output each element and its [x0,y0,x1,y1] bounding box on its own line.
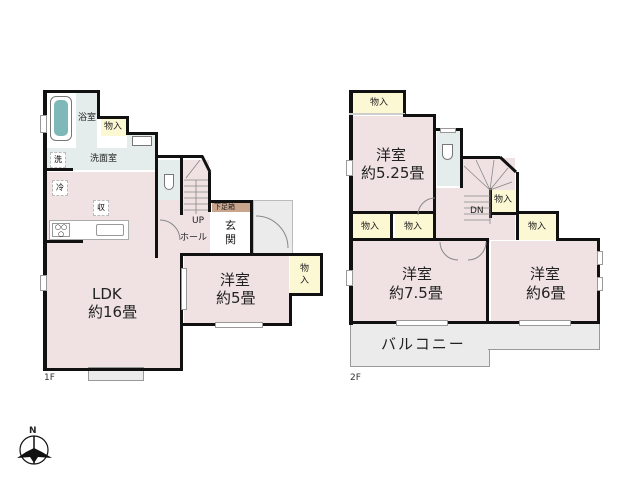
shoe-box-label: 下足箱 [214,203,235,211]
room-c-name-label: 洋室 [530,265,561,283]
hall-2f [435,188,490,243]
balcony-label: バルコニー [381,335,466,353]
room-a-size-label: 約5.25畳 [361,164,425,182]
room-c-size-label: 約6畳 [526,284,566,302]
balcony [350,323,490,367]
closet-top-label: 物入 [370,98,389,108]
room-b [352,241,488,321]
washroom-label: 洗面室 [90,154,118,164]
room-a [352,116,435,211]
floor-label-1f: 1F [44,373,55,383]
entrance-label-2: 関 [225,233,236,246]
closet-top [352,92,404,114]
closet-b1 [352,214,390,240]
ldk-room-lower [45,250,183,368]
closet-stair [492,190,516,212]
closet-stair-label: 物入 [494,195,513,205]
stairs-1f-lines [184,159,208,214]
hall-label: ホール [180,233,208,243]
compass: N [14,426,54,466]
closet-b1-label: 物入 [361,222,380,232]
washroom [45,148,157,170]
closet-bath [101,118,127,136]
kitchen-sink-icon [96,224,124,236]
stairs-up-label: UP [192,216,205,226]
bath-label: 浴室 [78,113,97,123]
closet-western-1f-label-1: 物 [300,264,310,274]
shoe-box [212,203,250,212]
balcony-right [488,323,600,350]
compass-icon [17,435,52,465]
compass-north-label: N [29,426,37,436]
western-1f-size-label: 約5畳 [216,289,256,307]
floor-label-2f: 2F [350,373,361,383]
stairs-2f-lines [463,159,513,224]
ldk-size-label: 約16畳 [88,303,138,321]
ldk-name-label: LDK [92,285,122,303]
bath-room [76,92,97,148]
toilet-2f-icon [442,144,453,160]
washer-tag: 洗 [50,152,66,168]
room-b-name-label: 洋室 [402,265,433,283]
closet-western-1f-label-2: 入 [300,276,310,286]
closet-bath-label: 物入 [104,122,123,132]
stairs-down-label: DN [470,206,484,216]
bathtub-water [54,100,68,136]
room-c [491,241,598,321]
closet-western-1f [290,256,320,294]
room-a-name-label: 洋室 [376,146,407,164]
closet-c [518,214,556,240]
storage-tag: 収 [93,200,109,216]
western-room-1f [184,256,289,324]
room-b-size-label: 約7.5畳 [389,284,443,302]
sink-icon [132,136,152,146]
fridge-tag: 冷 [52,180,68,196]
stove-icon: ○○○ [52,223,70,238]
western-1f-name-label: 洋室 [220,271,251,289]
closet-c-label: 物入 [528,222,547,232]
toilet-icon [164,174,174,190]
closet-b2 [395,214,433,240]
hall [158,200,210,255]
entrance [212,212,250,254]
closet-b2-label: 物入 [404,222,423,232]
entrance-label-1: 玄 [225,219,236,232]
